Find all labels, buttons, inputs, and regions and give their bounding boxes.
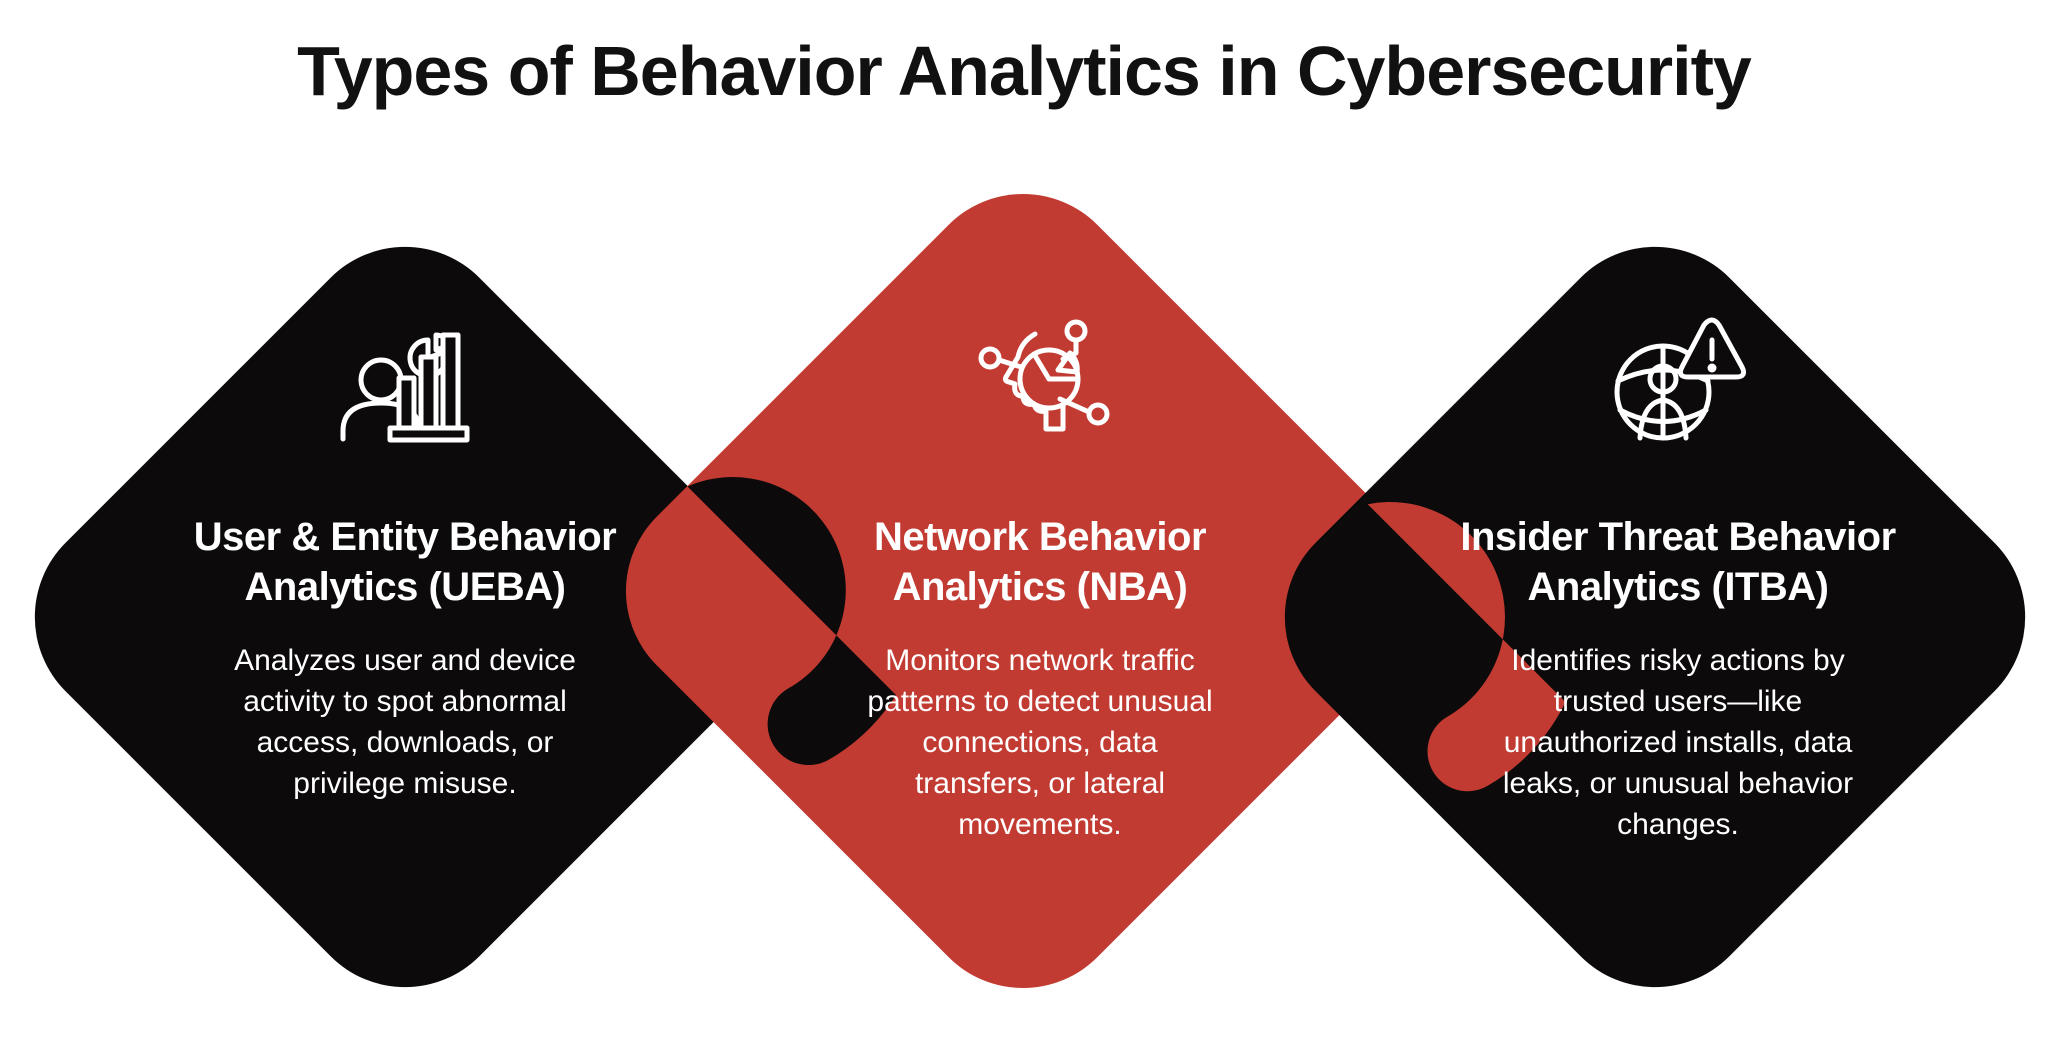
user-entity-analytics-icon: [340, 332, 470, 443]
left-interlock-hook: [687, 477, 896, 766]
page-title: Types of Behavior Analytics in Cybersecu…: [297, 32, 1752, 110]
right-interlock-hook: [1367, 502, 1566, 792]
nba-diamond-shape: [625, 193, 1421, 989]
card-itba-title: Insider Threat Behavior Analytics (ITBA): [1460, 515, 1896, 609]
insider-threat-globe-icon: [1614, 317, 1746, 441]
card-nba-title: Network Behavior Analytics (NBA): [873, 515, 1207, 609]
card-itba-description: Identifies risky actions by trusted user…: [1502, 644, 1854, 841]
ueba-diamond-shape: [34, 246, 776, 988]
card-ueba-description: Analyzes user and device activity to spo…: [234, 644, 576, 800]
itba-diamond-shape: [1284, 246, 2026, 988]
card-nba-description: Monitors network traffic patterns to det…: [867, 644, 1213, 841]
card-ueba-title: User & Entity Behavior Analytics (UEBA): [193, 515, 617, 609]
network-head-analytics-icon: [978, 319, 1110, 432]
